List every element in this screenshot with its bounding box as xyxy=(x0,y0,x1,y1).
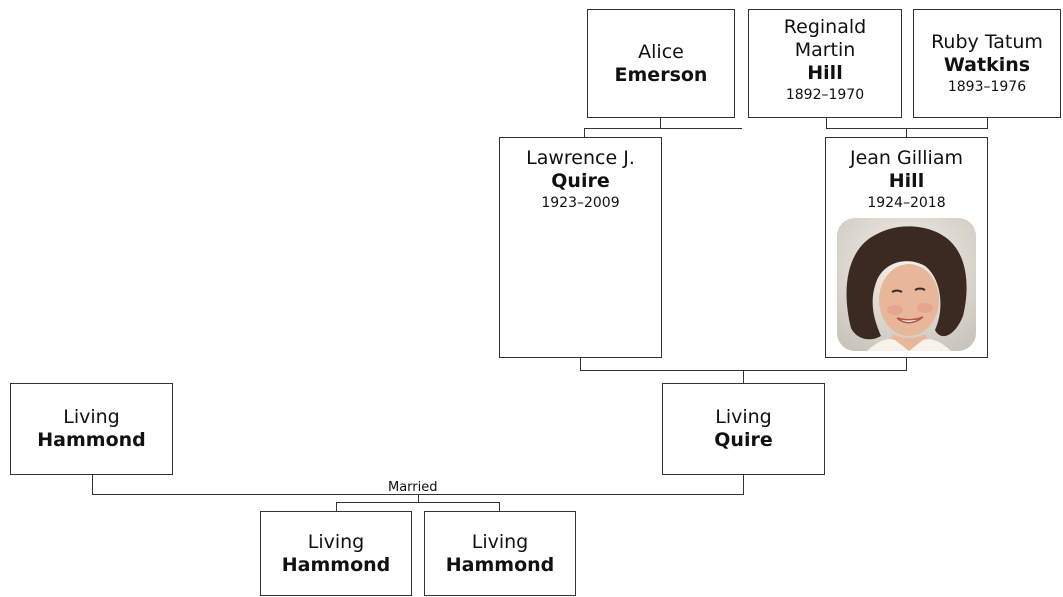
surname: Hill xyxy=(888,170,925,192)
person-card-alice-emerson[interactable]: Alice Emerson xyxy=(587,9,735,118)
connector-line xyxy=(743,370,744,383)
connector-line xyxy=(499,502,500,511)
given-name: Living xyxy=(63,406,120,428)
life-dates: 1893–1976 xyxy=(947,79,1027,95)
connector-line xyxy=(418,494,419,502)
portrait-photo[interactable] xyxy=(837,218,976,351)
given-name: Alice xyxy=(638,40,684,63)
surname: Quire xyxy=(714,429,773,451)
life-dates: 1892–1970 xyxy=(785,87,865,103)
person-card-child-2[interactable]: Living Hammond xyxy=(424,511,576,596)
person-card-ruby-watkins[interactable]: Ruby Tatum Watkins 1893–1976 xyxy=(913,9,1061,118)
connector-line xyxy=(584,128,585,137)
connector-line xyxy=(906,128,907,137)
connector-line xyxy=(826,128,988,129)
person-card-living-hammond-spouse[interactable]: Living Hammond xyxy=(10,383,173,475)
surname: Watkins xyxy=(943,54,1031,76)
connector-line xyxy=(92,475,93,494)
person-card-lawrence-quire[interactable]: Lawrence J. Quire 1923–2009 xyxy=(499,137,662,358)
middle-name: Martin xyxy=(794,39,856,61)
surname: Hammond xyxy=(445,553,555,576)
given-name: Lawrence J. xyxy=(526,147,635,169)
given-name: Jean Gilliam xyxy=(849,147,963,169)
surname: Hill xyxy=(807,62,843,84)
connector-line xyxy=(743,475,744,494)
given-name: Living xyxy=(307,530,365,553)
connector-line xyxy=(336,502,337,511)
person-card-child-1[interactable]: Living Hammond xyxy=(260,511,412,596)
life-dates: 1924–2018 xyxy=(867,195,946,211)
given-name: Living xyxy=(715,406,772,428)
connector-line xyxy=(584,128,742,129)
person-card-jean-hill[interactable]: Jean Gilliam Hill 1924–2018 xyxy=(825,137,988,358)
connector-line xyxy=(987,118,988,128)
person-card-reginald-hill[interactable]: Reginald Martin Hill 1892–1970 xyxy=(748,9,902,118)
given-name: Living xyxy=(471,530,529,553)
connector-line xyxy=(660,118,661,128)
surname: Hammond xyxy=(281,553,391,576)
given-name: Reginald xyxy=(783,16,867,38)
surname: Hammond xyxy=(37,429,146,451)
given-name: Ruby Tatum xyxy=(931,31,1043,53)
surname: Emerson xyxy=(614,63,708,86)
marriage-label: Married xyxy=(388,480,438,495)
connector-line xyxy=(826,118,827,128)
connector-line xyxy=(580,358,581,370)
connector-line xyxy=(906,358,907,370)
life-dates: 1923–2009 xyxy=(541,195,620,211)
person-card-living-quire[interactable]: Living Quire xyxy=(662,383,825,475)
connector-line xyxy=(336,502,500,503)
surname: Quire xyxy=(551,170,610,192)
